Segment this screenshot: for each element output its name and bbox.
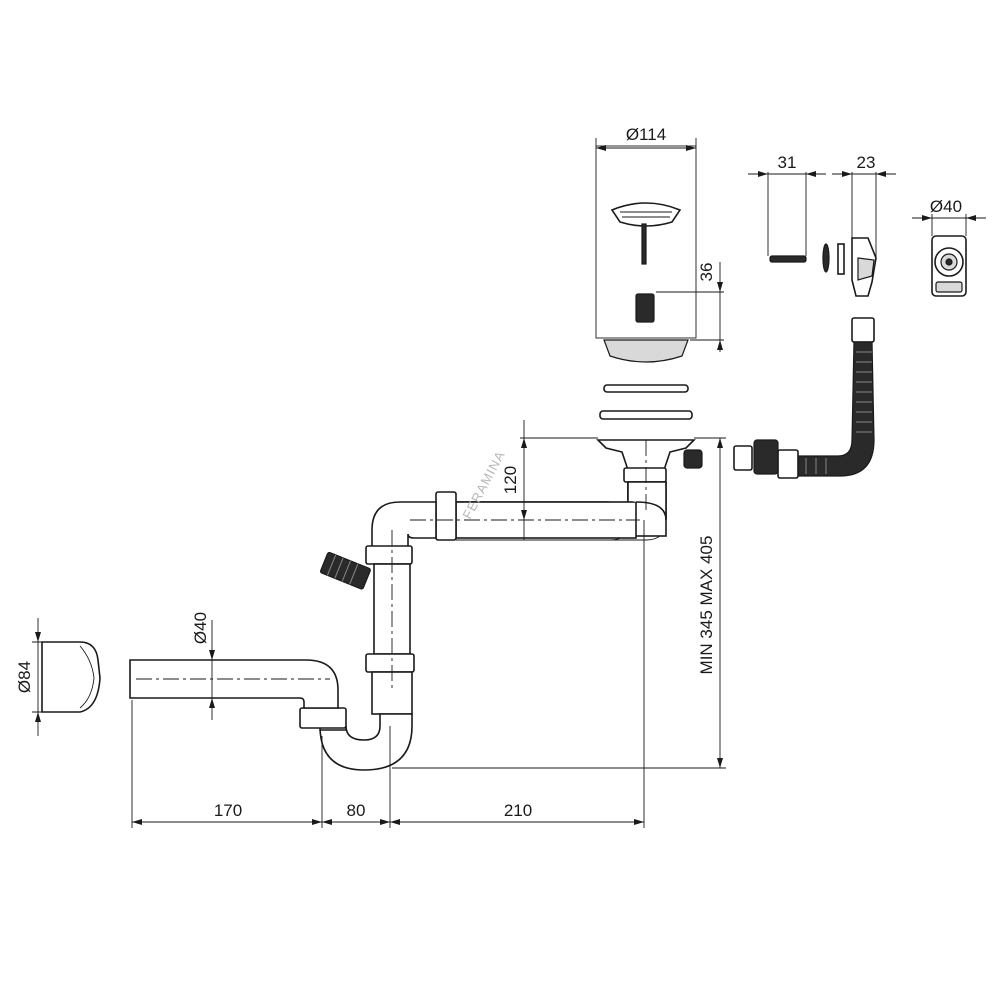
overflow-kit — [769, 235, 967, 297]
label-total-height: MIN 345 MAX 405 — [697, 536, 716, 675]
upper-elbow-nut — [365, 545, 413, 565]
stopper-plug — [635, 293, 655, 323]
gasket-lower — [599, 410, 693, 420]
overflow-screw — [769, 255, 807, 263]
sink-bowl-outline — [595, 145, 697, 339]
label-outlet-length: 170 — [214, 801, 242, 820]
centerlines — [136, 440, 647, 690]
label-trap-to-waste: 210 — [504, 801, 532, 820]
dim-total-height: MIN 345 MAX 405 — [392, 437, 726, 769]
dim-pipe-diameter: Ø40 — [191, 612, 215, 720]
sink-strainer-assembly — [595, 145, 703, 483]
hose-top-connector — [851, 317, 875, 343]
hose-connector — [777, 449, 799, 479]
label-overflow-diameter: Ø40 — [930, 197, 962, 216]
hose-gasket — [733, 445, 753, 471]
gasket-upper — [603, 384, 689, 393]
overflow-flex-hose — [733, 317, 875, 479]
label-overflow-width: 31 — [778, 153, 797, 172]
side-inlet — [320, 551, 371, 590]
trap-nut-upper — [365, 653, 415, 673]
dim-overflow-width: 31 — [748, 153, 826, 256]
horizontal-pipe-nut — [435, 491, 457, 541]
upper-elbow — [371, 501, 437, 549]
label-strainer-to-trap: 120 — [501, 466, 520, 494]
overflow-washer — [822, 243, 830, 273]
overflow-port — [683, 449, 703, 469]
dim-wall-flange-diameter: Ø84 — [15, 618, 80, 736]
label-wall-flange-diameter: Ø84 — [15, 661, 34, 693]
outlet-pipe — [129, 659, 339, 709]
hose-nut — [753, 439, 779, 475]
strainer-flange — [603, 339, 689, 363]
strainer-nut — [623, 467, 667, 483]
label-trap-width: 80 — [347, 801, 366, 820]
trap-nut-outlet — [299, 707, 347, 729]
dim-stopper-depth: 36 — [656, 262, 724, 352]
strainer-stem — [641, 223, 647, 265]
strainer-basket — [610, 202, 682, 227]
label-pipe-diameter: Ø40 — [191, 612, 210, 644]
dim-strainer-to-trap: 120 — [501, 420, 598, 540]
dim-overflow-diameter: Ø40 — [912, 197, 986, 236]
label-overflow-depth: 23 — [857, 153, 876, 172]
dim-strainer-diameter: Ø114 — [595, 125, 697, 151]
label-stopper-depth: 36 — [697, 263, 716, 282]
label-strainer-diameter: Ø114 — [626, 125, 666, 144]
wall-flange — [41, 641, 101, 713]
dim-bottom-chain: 170 80 210 — [131, 520, 645, 828]
overflow-gasket — [837, 243, 845, 275]
siphon-trap-pipes — [129, 481, 667, 771]
dim-overflow-depth: 23 — [832, 153, 896, 258]
